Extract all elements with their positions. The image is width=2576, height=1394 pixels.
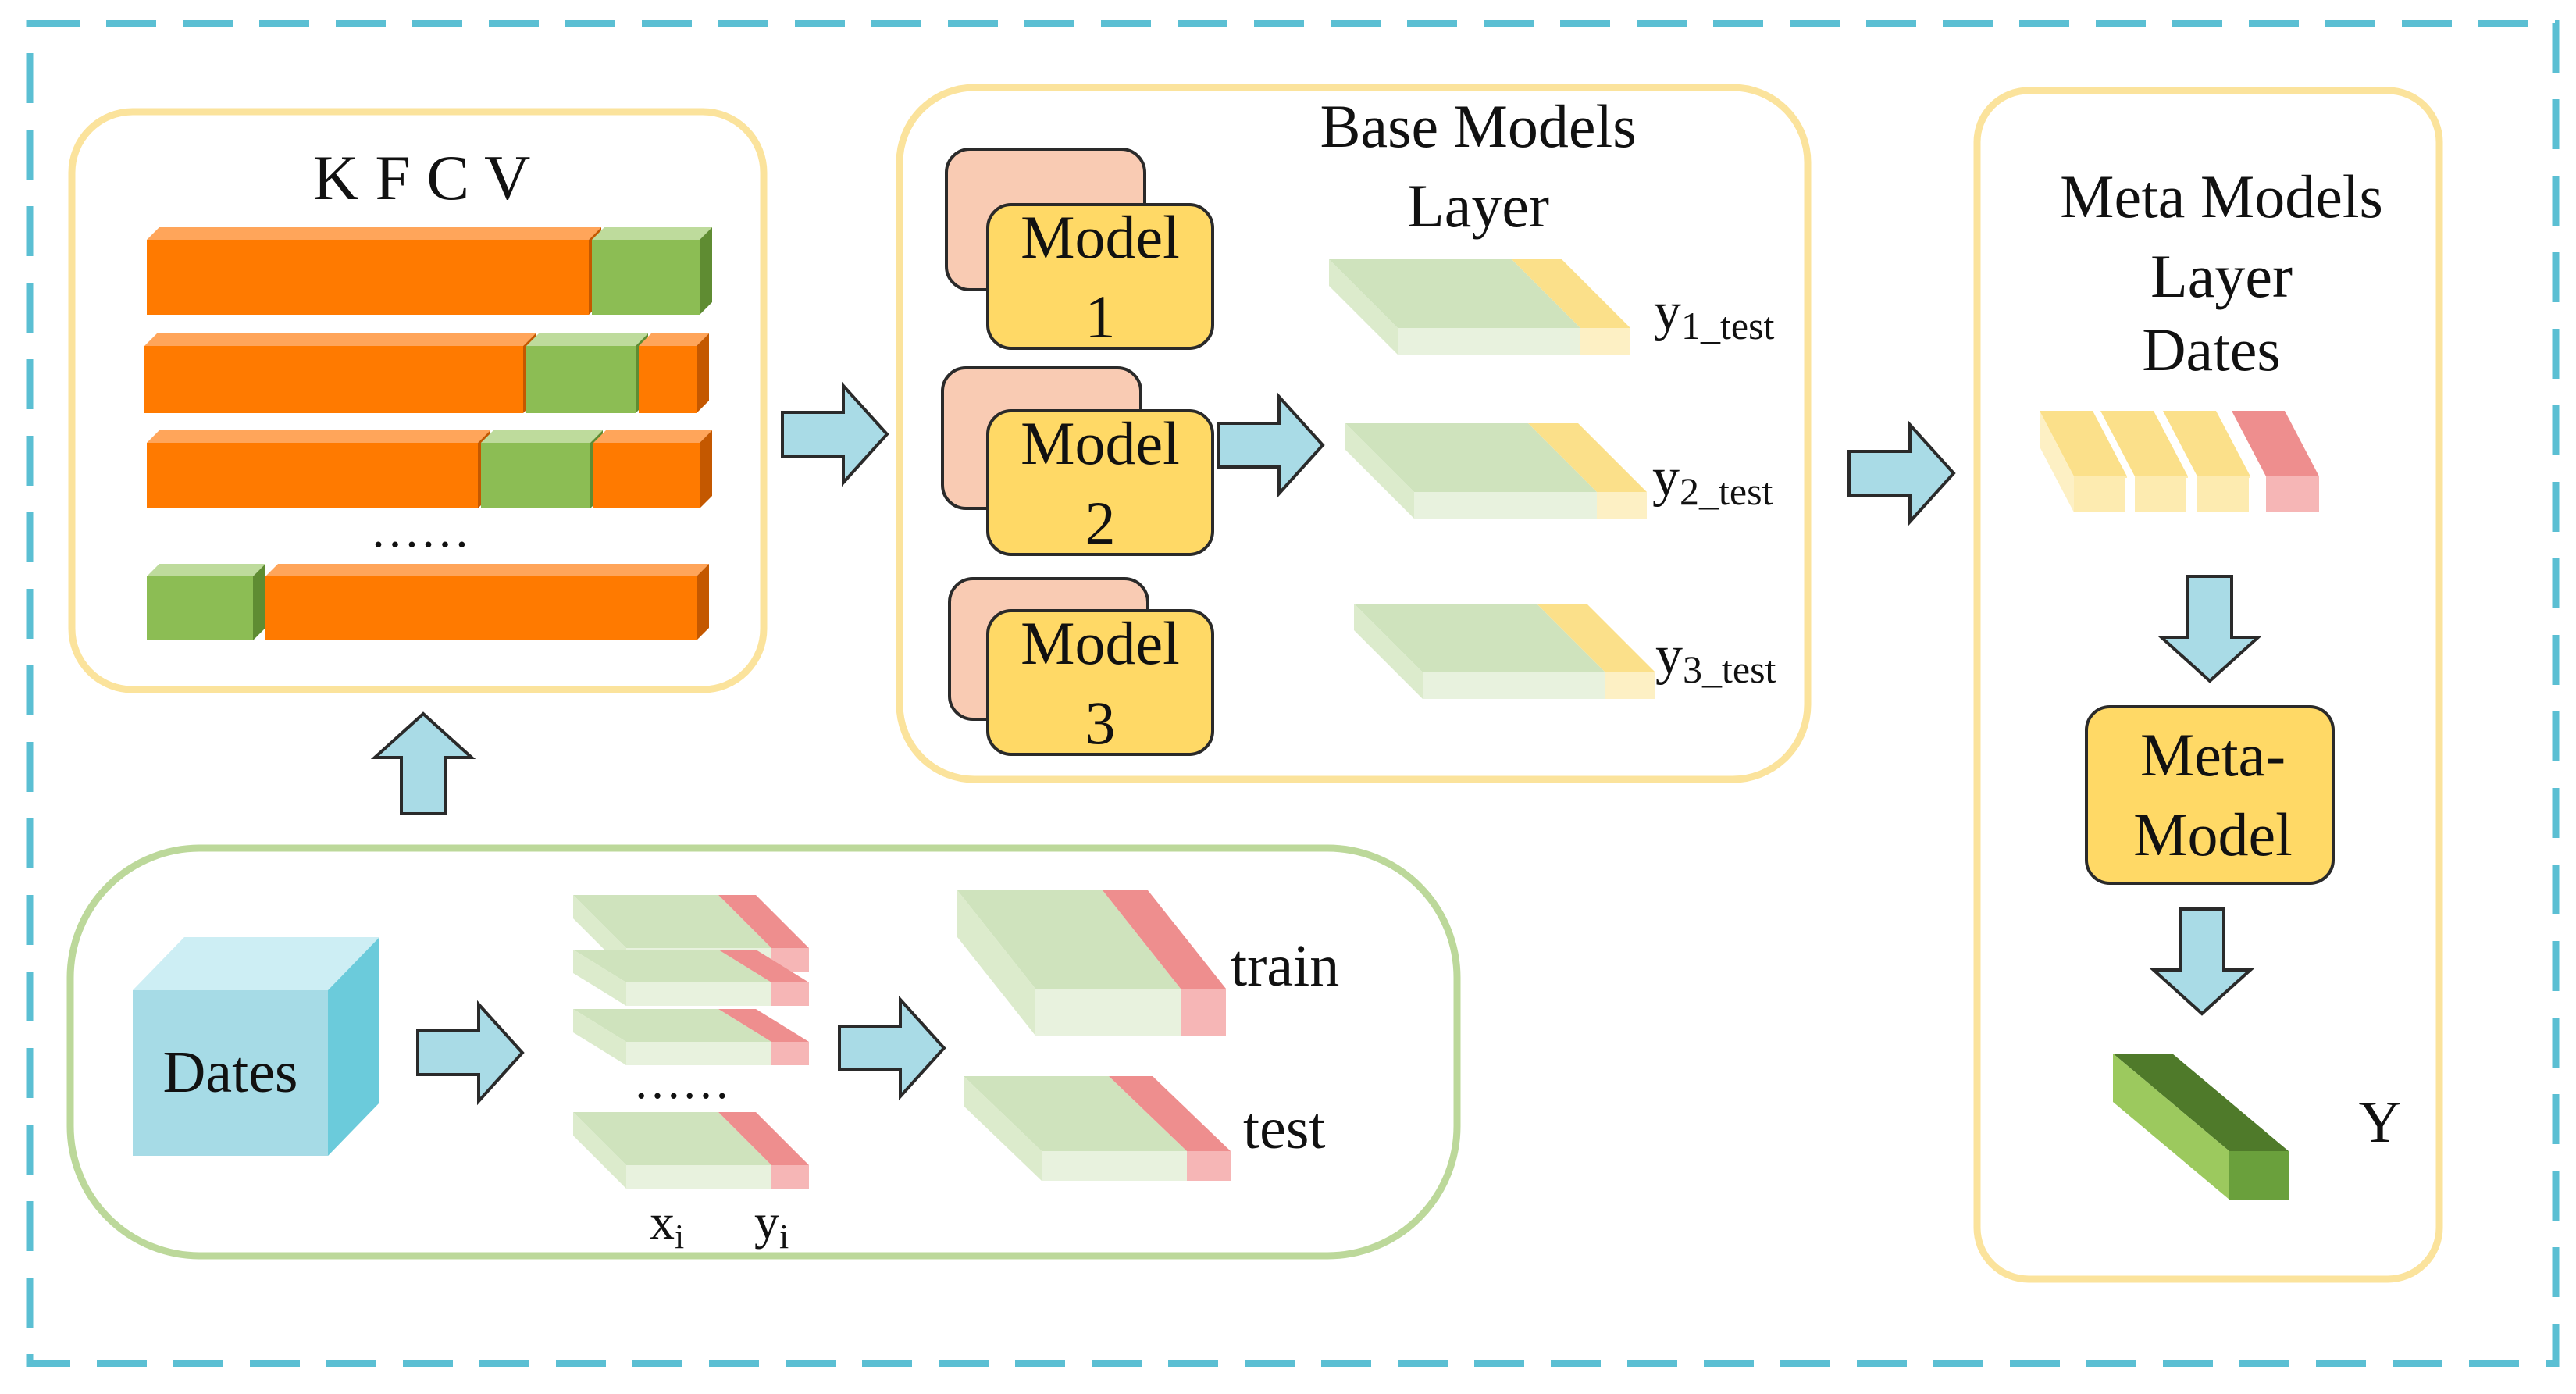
fold-row-2 [144, 333, 709, 413]
train-label: train [1231, 933, 1339, 999]
test-label: test [1243, 1096, 1326, 1161]
meta-layer-title-line2: Layer [2150, 242, 2293, 310]
model-3-label-line1: Model [1021, 609, 1180, 677]
y-i-label: yi [754, 1194, 789, 1256]
dates-cube [133, 937, 379, 1156]
meta-model-label-line1: Meta- [2140, 721, 2286, 789]
dates-cube-label: Dates [162, 1039, 298, 1105]
base-models-panel: Base Models Layer Model 1 Model 2 Model … [896, 84, 1812, 783]
output-slab-3 [1354, 604, 1655, 699]
output-slab-1 [1329, 259, 1630, 355]
meta-layer-title-line1: Meta Models [2060, 162, 2383, 230]
sample-slab-k [573, 1112, 809, 1189]
meta-models-panel: Meta Models Layer Dates Meta- Model [1973, 87, 2443, 1283]
meta-model-card: Meta- Model [2085, 705, 2335, 885]
arrow-up-to-kfcv [370, 711, 476, 815]
output-label-1: y1_test [1654, 282, 1775, 348]
sample-slab-2 [573, 950, 809, 1006]
model-3-card: Model 3 [948, 577, 1214, 757]
test-slab [964, 1076, 1231, 1181]
fold-row-k [147, 564, 709, 640]
kfcv-title: K F C V [313, 142, 531, 213]
model-1-label-line1: Model [1021, 203, 1180, 271]
model-2-card: Model 2 [941, 366, 1214, 557]
model-1-card: Model 1 [945, 148, 1214, 351]
final-output-label: Y [2359, 1089, 2402, 1155]
output-label-3: y3_test [1655, 626, 1776, 691]
train-slab [957, 890, 1226, 1036]
output-label-2: y2_test [1652, 447, 1773, 513]
meta-model-label-line2: Model [2133, 800, 2293, 868]
output-slab-2 [1345, 423, 1647, 519]
arrow-base-to-meta [1847, 423, 1955, 523]
model-2-label-line2: 2 [1085, 489, 1116, 557]
outer-dashed-frame [26, 20, 2560, 1367]
base-layer-title-line1: Base Models [1320, 92, 1636, 160]
arrow-kfcv-to-base [781, 384, 889, 484]
samples-ellipsis: …… [633, 1056, 730, 1109]
kfcv-ellipsis: …… [370, 502, 470, 558]
final-output-block [2113, 1054, 2289, 1200]
kfcv-panel: K F C V [68, 108, 768, 693]
base-layer-title-line2: Layer [1407, 172, 1549, 240]
data-prep-panel: Dates …… [66, 844, 1461, 1260]
sample-slab-3 [573, 1009, 809, 1065]
model-1-label-line2: 1 [1085, 283, 1116, 351]
fold-row-3 [147, 430, 712, 508]
fold-row-1 [147, 227, 712, 315]
model-3-label-line2: 3 [1085, 689, 1116, 757]
x-i-label: xi [650, 1194, 684, 1256]
meta-layer-title-line3: Dates [2142, 316, 2281, 383]
meta-input-strip [2040, 411, 2319, 512]
model-2-label-line1: Model [1021, 409, 1180, 477]
